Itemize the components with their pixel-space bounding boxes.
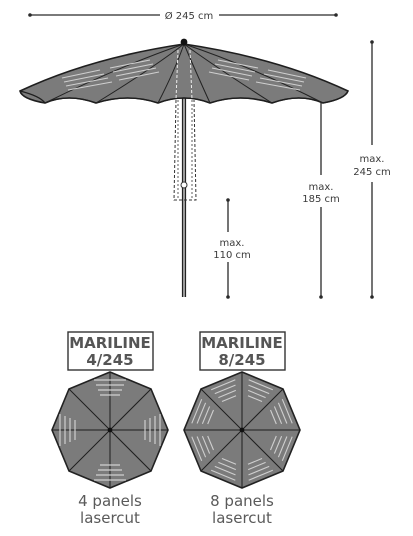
max-canopy-value: 185 cm: [302, 194, 340, 205]
lasercut-slat: [218, 461, 237, 471]
lasercut-slat: [248, 469, 274, 481]
max-total-label: max.: [360, 154, 385, 165]
lasercut-slat: [201, 435, 211, 454]
lasercut-slat: [281, 398, 293, 424]
max-total-value: 245 cm: [353, 167, 391, 178]
lasercut-slat: [248, 384, 270, 395]
lasercut-slat: [214, 384, 236, 395]
lasercut-slat: [221, 457, 237, 465]
max-canopy-label: max.: [309, 182, 334, 193]
diameter-label: Ø 245 cm: [165, 10, 214, 22]
model-card-8-panels: MARILINE 8/245 8 panels lasercut: [183, 331, 301, 527]
lasercut-slat: [210, 469, 236, 481]
model-title-line2: 4/245: [86, 351, 133, 369]
lasercut-slat: [207, 435, 215, 451]
lasercut-slat: [191, 398, 203, 424]
lasercut-slat: [273, 435, 283, 454]
model-caption-line1: 8 panels: [210, 492, 274, 510]
lasercut-slat: [248, 379, 274, 391]
lasercut-slat: [214, 465, 236, 476]
lasercut-slat: [277, 436, 288, 458]
height-dimensions: max. 245 cm max. 185 cm max. 110 cm: [213, 40, 391, 299]
model-caption-line2: lasercut: [212, 509, 272, 527]
lasercut-slat: [281, 436, 293, 462]
lasercut-slat: [247, 389, 266, 399]
lasercut-slat: [248, 465, 270, 476]
lasercut-slat: [247, 395, 263, 403]
lasercut-slat: [210, 379, 236, 391]
model-caption-line1: 4 panels: [78, 492, 142, 510]
model-label-box: [199, 331, 286, 371]
canopy-top-view-4-panels: [51, 371, 169, 489]
lasercut-slat: [191, 436, 203, 462]
lasercut-slat: [221, 395, 237, 403]
lasercut-slat: [247, 461, 266, 471]
umbrella-side-view: [19, 38, 350, 297]
max-pole-label: max.: [220, 238, 245, 249]
lasercut-slat: [273, 406, 283, 425]
model-title-line2: 8/245: [218, 351, 265, 369]
model-card-4-panels: MARILINE 4/245 4 panels lasercut: [51, 331, 169, 527]
diameter-dimension: Ø 245 cm: [28, 10, 338, 22]
max-pole-value: 110 cm: [213, 250, 251, 261]
lasercut-slat: [196, 436, 207, 458]
lasercut-slat: [269, 435, 277, 451]
model-title-line1: MARILINE: [69, 334, 151, 352]
lasercut-slat: [207, 409, 215, 425]
model-title-line1: MARILINE: [201, 334, 283, 352]
lasercut-slat: [269, 409, 277, 425]
model-caption-line2: lasercut: [80, 509, 140, 527]
lasercut-slat: [218, 389, 237, 399]
lasercut-slat: [196, 402, 207, 424]
model-label-box: [67, 331, 154, 371]
canopy-top-view-8-panels: [183, 371, 301, 489]
lasercut-slat: [277, 402, 288, 424]
lasercut-slat: [201, 406, 211, 425]
lasercut-slat: [247, 457, 263, 465]
